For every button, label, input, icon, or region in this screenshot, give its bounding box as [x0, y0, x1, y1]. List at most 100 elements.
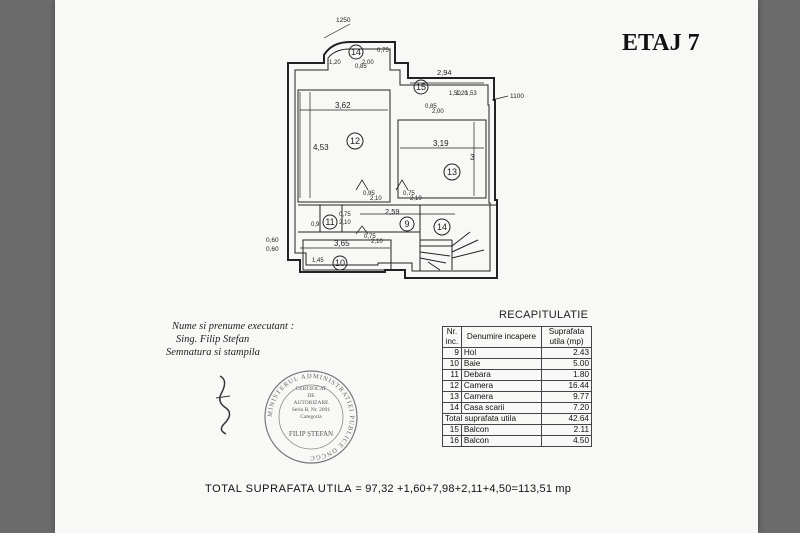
header-name: Denumire incapere	[460, 326, 543, 348]
stamp-cert-line2: DE	[307, 393, 315, 399]
row-nr: 12	[442, 380, 462, 392]
row-nr: 9	[442, 347, 462, 359]
stamp-holder: FILIP ȘTEFAN	[288, 430, 334, 438]
total-area-formula: = 97,32 +1,60+7,98+2,11+4,50=113,51 mp	[355, 483, 572, 495]
row-name: Baie	[460, 358, 543, 370]
total-area: 42.64	[541, 413, 592, 425]
stamp-cert-line3: AUTORIZARE	[293, 400, 329, 406]
recap-table: Nr. inc. Denumire incapere Suprafata uti…	[441, 326, 592, 447]
executant-block: Nume si prenume executant : Sing. Filip …	[166, 320, 294, 359]
executant-heading: Nume si prenume executant :	[172, 321, 295, 332]
dim-153: 1,53	[465, 91, 477, 97]
header-area: Suprafata utila (mp)	[541, 326, 592, 348]
room-circle-15	[413, 79, 429, 95]
room-label-11: 11	[325, 217, 334, 227]
outer-wall	[287, 41, 498, 279]
room-label-15: 15	[416, 82, 426, 92]
dim-210b: 2,10	[410, 196, 422, 202]
room-13-outline	[397, 119, 487, 199]
dim-453: 4,53	[313, 143, 329, 152]
dim-1250: 1250	[336, 17, 351, 24]
room-circle-11	[322, 214, 338, 230]
dim-150: 1,50	[449, 91, 461, 97]
row-nr: 13	[442, 391, 462, 403]
room-label-12: 12	[350, 136, 360, 146]
row-nr: 14	[442, 402, 462, 414]
total-area-label: TOTAL SUPRAFATA UTILA	[205, 483, 353, 495]
row-name: Hol	[460, 347, 543, 359]
executant-name: Sing. Filip Stefan	[176, 334, 250, 345]
dim-210c: 2,10	[339, 220, 351, 226]
dim-362: 3,62	[335, 101, 351, 110]
dim-075top: 0,75	[377, 48, 389, 54]
row-nr: 11	[442, 369, 462, 381]
inner-wall	[294, 48, 491, 272]
executant-sign-label: Semnatura si stampila	[166, 347, 260, 358]
row-name: Debara	[460, 369, 543, 381]
row-area: 5.00	[541, 358, 592, 370]
dim-060b: 0,60	[266, 246, 279, 253]
dim-259: 2,59	[385, 207, 400, 216]
handwritten-signature	[215, 375, 231, 435]
total-label: Total suprafata utila	[441, 413, 543, 425]
document-sheet	[55, 0, 758, 533]
room-label-9: 9	[404, 219, 409, 229]
row-area: 16.44	[541, 380, 592, 392]
room-label-14-top: 14	[351, 47, 361, 57]
dim-3: 3	[470, 153, 475, 162]
room-label-14: 14	[437, 222, 447, 232]
recap-title: RECAPITULATIE	[499, 309, 589, 321]
row-nr: 16	[442, 435, 462, 447]
dim-085a: 0,85	[355, 64, 367, 70]
dim-075c: 0,75	[339, 212, 351, 218]
row-nr: 15	[442, 424, 462, 436]
dim-210a: 2,10	[370, 196, 382, 202]
room-label-10: 10	[335, 258, 345, 268]
room-label-13: 13	[447, 167, 457, 177]
room-12-outline	[297, 89, 391, 203]
room-circle-14-top	[348, 44, 364, 60]
row-name: Camera	[460, 380, 543, 392]
floor-title: ETAJ 7	[622, 30, 700, 56]
row-area: 4.50	[541, 435, 592, 447]
room-circle-10	[332, 255, 348, 271]
recap-header-row: Nr. inc. Denumire incapere Suprafata uti…	[442, 326, 592, 348]
official-stamp: MINISTERUL ADMINISTRATIEI PUBLICE ONCGC …	[262, 368, 360, 466]
row-nr: 10	[442, 358, 462, 370]
total-area-line: TOTAL SUPRAFATA UTILA = 97,32 +1,60+7,98…	[205, 483, 571, 495]
room-14-outline	[419, 204, 491, 272]
room-circle-12	[346, 132, 364, 150]
header-nr: Nr. inc.	[442, 326, 462, 348]
dim-210d: 2,10	[371, 239, 383, 245]
row-area: 9.77	[541, 391, 592, 403]
room-circle-13	[443, 163, 461, 181]
dim-075d: 0,75	[364, 234, 376, 240]
row-area: 2.11	[541, 424, 592, 436]
dim-200a: 2,00	[362, 60, 374, 66]
stamp-cert-line4: Seria B, Nr. 2091	[291, 407, 331, 413]
dim-075b: 0,75	[403, 191, 415, 197]
dim-294: 2,94	[437, 68, 452, 77]
room-circle-9	[399, 216, 415, 232]
stamp-cert-line1: CERTIFICAT	[295, 386, 327, 392]
row-name: Camera	[460, 391, 543, 403]
row-name: Balcon	[460, 435, 543, 447]
dim-145: 1,45	[312, 258, 324, 264]
row-name: Casa scarii	[460, 402, 543, 414]
dim-095: 0,95	[363, 191, 375, 197]
dim-09: 0,9	[311, 222, 320, 228]
dim-200b: 2,00	[432, 109, 444, 115]
room-circle-14	[433, 218, 451, 236]
row-area: 7.20	[541, 402, 592, 414]
row-name: Balcon	[460, 424, 543, 436]
stamp-cert-line5: Categoria	[300, 414, 322, 420]
